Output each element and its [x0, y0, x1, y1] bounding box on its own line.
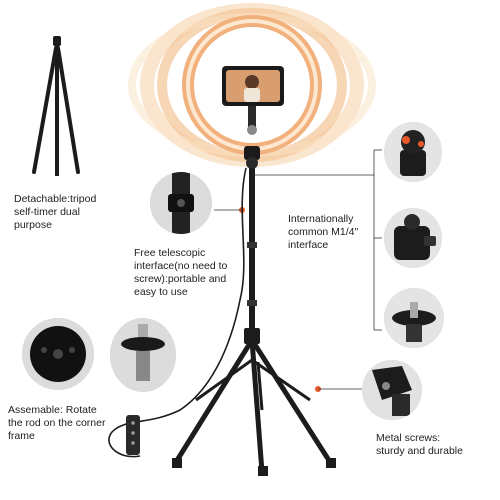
- caption-telescopic: Free telescopic interface(no need to scr…: [134, 247, 228, 298]
- caption-assemble: Assemable: Rotate the rod on the corner …: [8, 404, 106, 442]
- ball-head-closeup-1: [384, 122, 442, 182]
- telescopic-interface-closeup: [150, 172, 212, 234]
- ball-head-closeup-2: [384, 208, 442, 268]
- caption-internationally: Internationally common M1/4" interface: [288, 213, 359, 251]
- tripod-pole: [249, 180, 255, 330]
- remote-control: [126, 415, 140, 455]
- screw-adapter-closeup: [110, 318, 176, 392]
- mount-base-closeup: [22, 318, 94, 390]
- caption-metal-screws: Metal screws: sturdy and durable: [376, 432, 463, 457]
- caption-detachable: Detachable:tripod self-timer dual purpos…: [14, 193, 97, 231]
- screw-mount-closeup: [384, 288, 444, 348]
- detached-tripod: [32, 36, 80, 176]
- power-cable: [108, 167, 247, 458]
- leg-joint-closeup: [362, 360, 422, 420]
